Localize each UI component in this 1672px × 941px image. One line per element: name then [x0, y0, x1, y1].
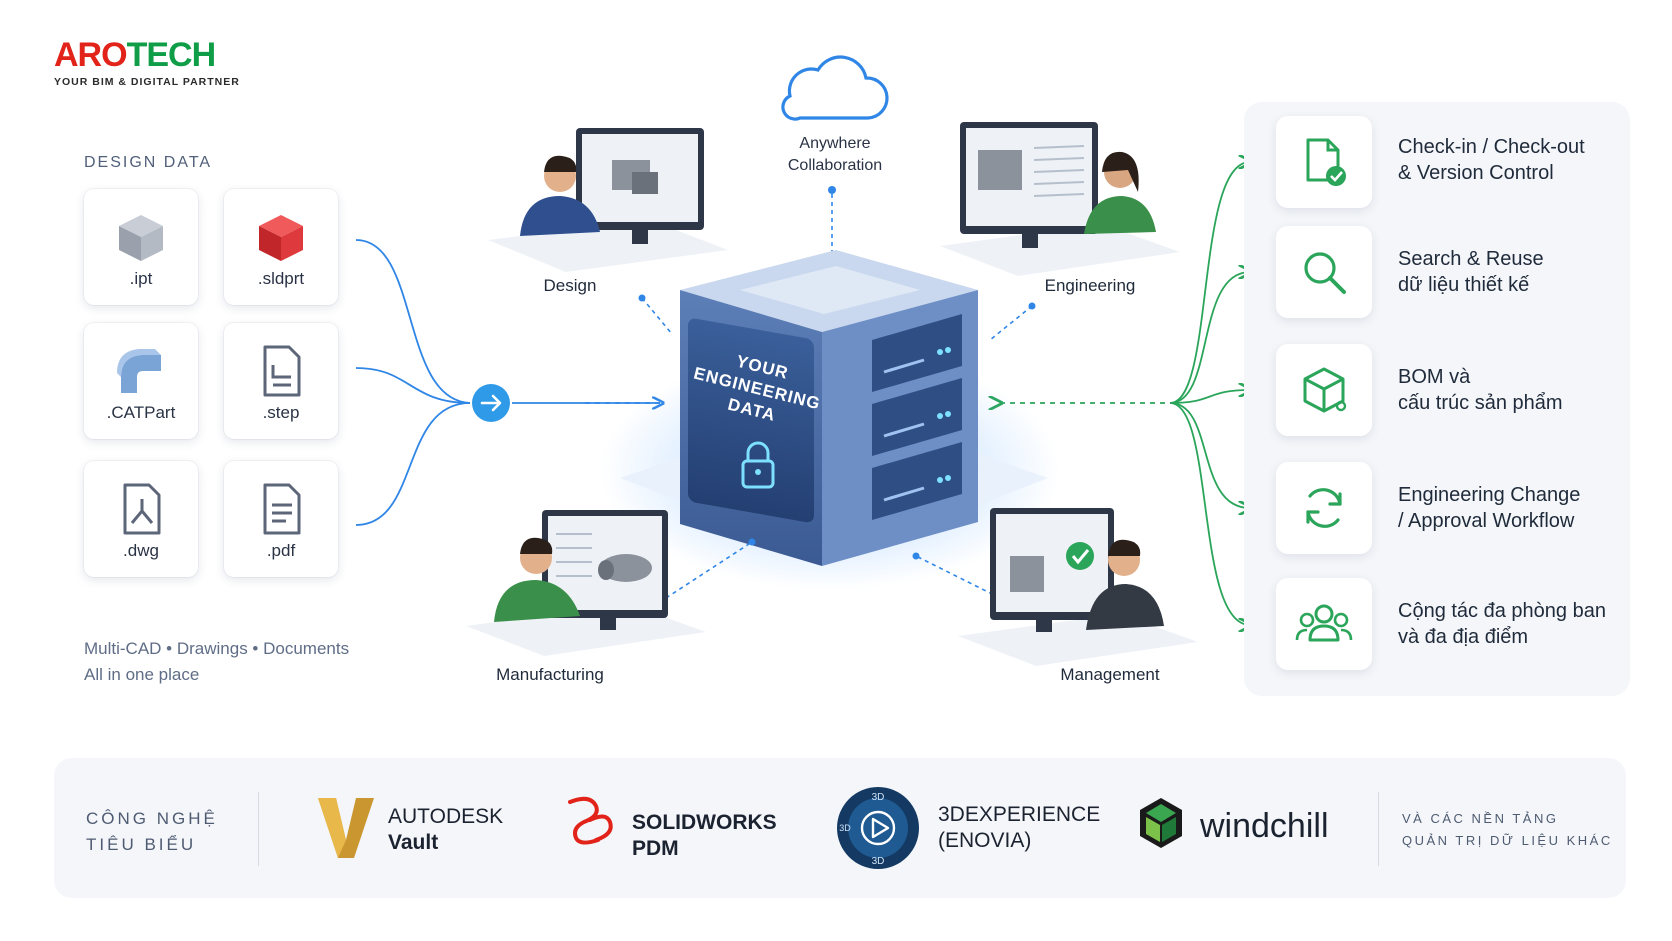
file-label: .pdf [266, 541, 296, 560]
design-workstation [488, 128, 728, 272]
feature-text-version-control: Check-in / Check-out & Version Control [1398, 134, 1628, 186]
technologies-title-line1: CÔNG NGHỆ [86, 809, 218, 828]
feature-text-collaboration: Cộng tác đa phòng ban và đa địa điểm [1398, 598, 1628, 650]
tech-line2: PDM [632, 837, 679, 860]
feature-card-version-control[interactable] [1276, 116, 1372, 208]
search-icon [1304, 252, 1346, 294]
lock-icon [741, 441, 775, 489]
manufacturing-workstation [466, 510, 706, 656]
feature-text-change-workflow: Engineering Change / Approval Workflow [1398, 482, 1628, 534]
tech-autodesk-vault: AUTODESK Vault [388, 804, 503, 856]
central-diagram [355, 55, 1672, 666]
file-label: .step [262, 403, 300, 422]
tech-line1: 3DEXPERIENCE [938, 803, 1101, 826]
feature-line2: và đa địa điểm [1398, 626, 1529, 648]
station-label-design: Design [543, 276, 597, 295]
feature-line1: Engineering Change [1398, 484, 1581, 506]
file-tile-step[interactable]: .step [224, 323, 338, 439]
part-cube-red-icon [259, 215, 303, 261]
3dexperience-compass-logo-icon: 3D 3D 3D [837, 787, 919, 869]
input-connectors [355, 239, 471, 526]
tech-3dexperience: 3DEXPERIENCE (ENOVIA) [938, 802, 1100, 854]
tech-solidworks-pdm: SOLIDWORKS PDM [632, 810, 777, 862]
server-racks [872, 314, 962, 520]
refresh-icon [1306, 488, 1342, 528]
windchill-logo-icon [1140, 798, 1182, 848]
feature-line2: cấu trúc sản phẩm [1398, 392, 1563, 414]
tech-line2: (ENOVIA) [938, 829, 1032, 852]
feature-line2: / Approval Workflow [1398, 510, 1575, 532]
station-label-engineering: Engineering [1044, 276, 1136, 295]
brand-name: AROTECH [54, 38, 240, 72]
cloud-label: Anywhere Collaboration [760, 133, 910, 177]
tech-line1: AUTODESK [388, 805, 504, 828]
cloud-label-line2: Collaboration [787, 157, 883, 174]
brand-logo: AROTECH YOUR BIM & DIGITAL PARTNER [54, 38, 240, 88]
cloud-label-line1: Anywhere [799, 135, 871, 152]
feature-line1: Cộng tác đa phòng ban [1398, 600, 1606, 622]
check-icon [1071, 549, 1090, 565]
file-label: .dwg [123, 541, 159, 560]
technologies-other: VÀ CÁC NỀN TẢNG QUẢN TRỊ DỮ LIỆU KHÁC [1402, 808, 1613, 852]
brand-name-green: TECH [126, 36, 217, 74]
brand-tagline: YOUR BIM & DIGITAL PARTNER [54, 76, 240, 88]
feature-connectors [1169, 162, 1250, 625]
file-label: .CATPart [106, 403, 176, 422]
brand-name-red: ARO [54, 36, 128, 74]
feature-line1: BOM và [1398, 366, 1471, 388]
feature-text-bom: BOM và cấu trúc sản phẩm [1398, 364, 1628, 416]
station-links [641, 297, 1033, 599]
design-data-title: DESIGN DATA [84, 154, 213, 171]
compass-3d-badge: 3D [872, 856, 885, 867]
engineering-workstation [940, 122, 1180, 276]
step-document-icon [263, 345, 301, 397]
feature-line2: & Version Control [1398, 162, 1554, 184]
compass-3d-badge: 3D [872, 792, 885, 803]
management-workstation [958, 508, 1198, 666]
file-label: .sldprt [257, 269, 305, 288]
design-data-footer: Multi-CAD • Drawings • Documents All in … [84, 636, 349, 688]
compass-3d-badge: 3D [839, 823, 851, 833]
file-check-icon [1306, 138, 1346, 186]
tech-line1: windchill [1200, 807, 1329, 845]
feature-text-search: Search & Reuse dữ liệu thiết kế [1398, 246, 1628, 298]
feature-card-bom[interactable] [1276, 344, 1372, 436]
cloud-icon [781, 55, 889, 121]
engineering-data-vault [680, 250, 978, 566]
technologies-title: CÔNG NGHỆ TIÊU BIỂU [86, 806, 218, 858]
autodesk-vault-logo-icon [318, 798, 374, 858]
design-data-footer-line1: Multi-CAD • Drawings • Documents [84, 639, 350, 658]
file-tile-dwg[interactable]: .dwg [84, 461, 198, 577]
users-icon [1295, 604, 1353, 642]
divider [258, 792, 259, 866]
feature-card-search[interactable] [1276, 226, 1372, 318]
feature-line2: dữ liệu thiết kế [1398, 274, 1530, 296]
file-tile-pdf[interactable]: .pdf [224, 461, 338, 577]
technologies-other-line2: QUẢN TRỊ DỮ LIỆU KHÁC [1402, 833, 1613, 848]
cube-icon [1303, 367, 1347, 413]
tech-line1: SOLIDWORKS [632, 811, 777, 834]
station-label-management: Management [1060, 665, 1160, 684]
file-tile-sldprt[interactable]: .sldprt [224, 189, 338, 305]
technologies-title-line2: TIÊU BIỂU [86, 835, 197, 854]
station-label-manufacturing: Manufacturing [496, 665, 604, 684]
part-elbow-icon [117, 349, 161, 393]
divider [1378, 792, 1379, 866]
dwg-document-icon [123, 483, 161, 535]
file-label: .ipt [129, 269, 153, 288]
arrow-right-icon [480, 394, 502, 412]
technologies-other-line1: VÀ CÁC NỀN TẢNG [1402, 811, 1559, 826]
tech-line2: Vault [388, 831, 439, 854]
feature-card-change-workflow[interactable] [1276, 462, 1372, 554]
feature-card-collaboration[interactable] [1276, 578, 1372, 670]
design-data-footer-line2: All in one place [84, 665, 200, 684]
solidworks-ds-logo-icon [568, 796, 613, 845]
pdf-document-icon [263, 483, 301, 535]
file-tile-ipt[interactable]: .ipt [84, 189, 198, 305]
feature-line1: Check-in / Check-out [1398, 136, 1585, 158]
tech-windchill: windchill [1200, 808, 1329, 844]
part-cube-grey-icon [119, 215, 163, 261]
file-tile-catpart[interactable]: .CATPart [84, 323, 198, 439]
feature-line1: Search & Reuse [1398, 248, 1544, 270]
